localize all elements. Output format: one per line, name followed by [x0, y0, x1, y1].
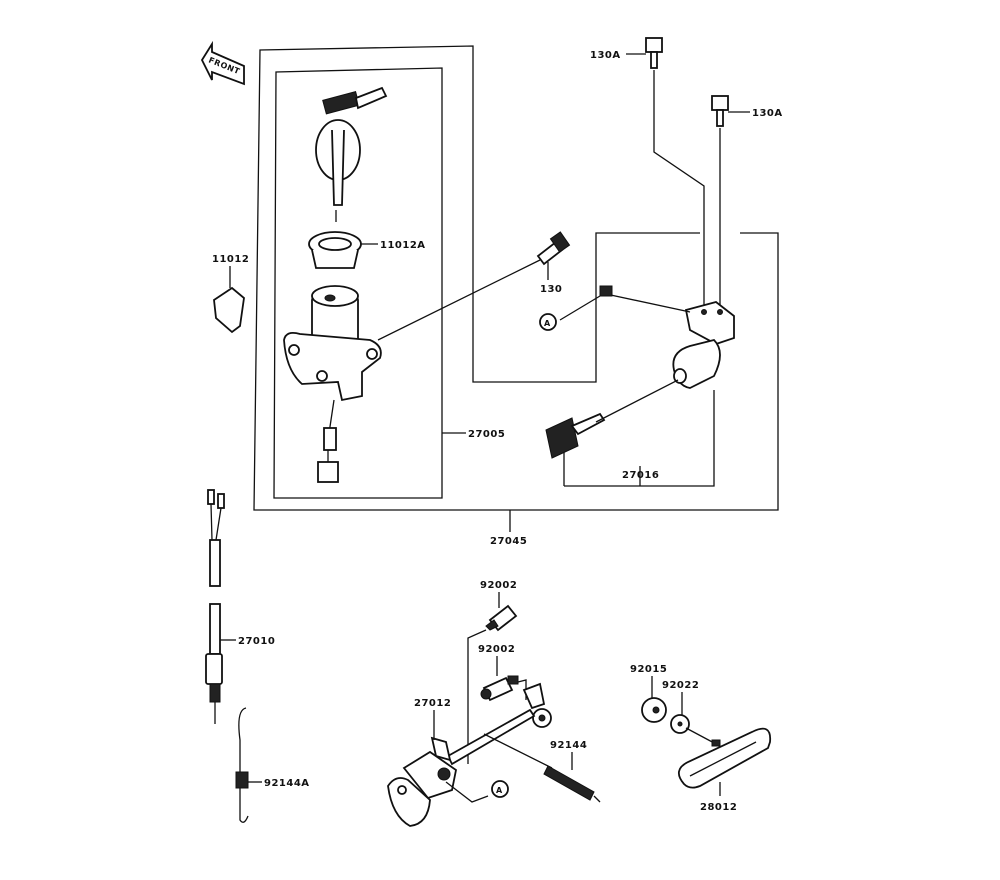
label-27012: 27012	[414, 698, 451, 709]
lock-set-part	[545, 285, 735, 459]
assembly-27016-bracket	[564, 390, 715, 487]
ref-a-bottom-circle	[491, 780, 509, 798]
label-92144: 92144	[550, 740, 587, 751]
ignition-switch-part	[283, 285, 382, 483]
label-130: 130	[540, 284, 562, 295]
bolt-130A-part-2	[711, 95, 729, 127]
label-92015: 92015	[630, 664, 667, 675]
label-27016: 27016	[622, 470, 659, 481]
assembly-27045-bracket	[253, 45, 779, 511]
label-92144A: 92144A	[264, 778, 310, 789]
cap-part	[308, 231, 362, 269]
nut-part	[641, 697, 667, 723]
label-27005: 27005	[468, 429, 505, 440]
ref-a-top-circle	[539, 313, 557, 331]
assembly-27045-inner	[472, 232, 700, 383]
switch-cable-part	[205, 489, 225, 724]
spring-part	[543, 765, 601, 803]
ref-a-bottom: A	[496, 786, 503, 795]
label-28012: 28012	[700, 802, 737, 813]
handle-part	[678, 727, 772, 789]
bolt-130-part	[536, 231, 571, 266]
spring-small-part	[235, 707, 249, 823]
label-11012A: 11012A	[380, 240, 426, 251]
label-92002-1: 92002	[480, 580, 517, 591]
ignition-keys	[315, 86, 388, 222]
label-130A-1: 130A	[590, 50, 621, 61]
label-92022: 92022	[662, 680, 699, 691]
assembly-27005-bracket	[273, 67, 443, 499]
label-27045: 27045	[490, 536, 527, 547]
screw-92002-part-1	[485, 604, 518, 632]
label-130A-2: 130A	[752, 108, 783, 119]
washer-part	[670, 714, 690, 734]
front-arrow-icon: FRONT	[200, 40, 245, 86]
bolt-130A-part-1	[645, 37, 663, 69]
label-27010: 27010	[238, 636, 275, 647]
screw-92002-part-2	[480, 675, 519, 702]
ref-a-top: A	[544, 319, 551, 328]
label-11012: 11012	[212, 254, 249, 265]
cover-part	[213, 286, 245, 334]
label-92002-2: 92002	[478, 644, 515, 655]
